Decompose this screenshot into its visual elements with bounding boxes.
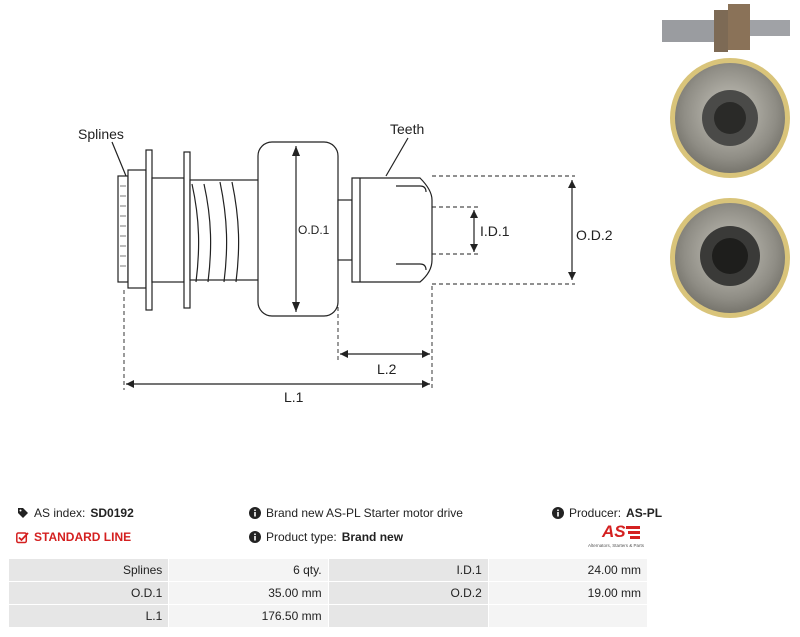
spec-value: 176.50 mm: [168, 604, 329, 628]
logo-subtitle: Alternators, Starters & Parts: [588, 543, 645, 548]
info-icon: [248, 507, 261, 520]
spec-label: O.D.1: [7, 581, 170, 605]
as-index-label: AS index:: [34, 506, 86, 520]
product-type: Product type: Brand new: [248, 530, 403, 544]
product-photos: [662, 4, 790, 318]
spec-label: L.1: [7, 604, 170, 628]
label-id1: I.D.1: [480, 223, 510, 239]
spec-value: 35.00 mm: [168, 581, 329, 605]
producer-value: AS-PL: [626, 506, 663, 520]
as-index: AS index: SD0192: [16, 506, 134, 520]
product-type-label: Product type:: [266, 530, 337, 544]
photo-front-view: [670, 58, 790, 178]
label-splines: Splines: [78, 126, 124, 142]
tag-icon: [16, 507, 29, 520]
producer-label: Producer:: [569, 506, 622, 520]
standard-line-label: STANDARD LINE: [34, 530, 132, 544]
flange-left: [127, 169, 147, 289]
pinion-teeth: [351, 177, 433, 283]
label-teeth: Teeth: [390, 121, 424, 137]
info-icon: [248, 531, 261, 544]
product-type-value: Brand new: [341, 530, 404, 544]
producer: Producer: AS-PL: [551, 506, 662, 520]
info-icon: [551, 507, 564, 520]
photo-side-view: [662, 4, 790, 52]
spring-housing: [189, 179, 261, 281]
checkbox-check-icon: [16, 531, 29, 544]
spec-value: 6 qty.: [168, 558, 329, 582]
logo-mark-icon: [626, 526, 640, 539]
starter-drive-diagram: Splines Teeth O.D.1 I.D.1 O.D.2 L.2 L.1: [78, 121, 613, 405]
table-row: L.1 176.50 mm: [7, 604, 649, 628]
photo-back-view: [670, 198, 790, 318]
as-logo: AS Alternators, Starters & Parts: [588, 522, 650, 552]
logo-text: AS: [602, 522, 626, 541]
description-text: Brand new AS-PL Starter motor drive: [266, 506, 463, 520]
specs-table: Splines 6 qty. I.D.1 24.00 mm O.D.1 35.0…: [7, 558, 649, 628]
standard-line: STANDARD LINE: [16, 530, 131, 544]
spec-value: 24.00 mm: [487, 558, 649, 582]
label-l1: L.1: [284, 389, 304, 405]
table-row: O.D.1 35.00 mm O.D.2 19.00 mm: [7, 581, 649, 605]
label-l2: L.2: [377, 361, 397, 377]
product-info: AS index: SD0192 Brand new AS-PL Starter…: [0, 498, 800, 558]
spec-value: 19.00 mm: [487, 581, 649, 605]
description: Brand new AS-PL Starter motor drive: [248, 506, 463, 520]
label-od1: O.D.1: [298, 223, 330, 237]
spec-label: I.D.1: [327, 558, 489, 582]
label-od2: O.D.2: [576, 227, 613, 243]
spec-label: Splines: [7, 558, 170, 582]
table-row: Splines 6 qty. I.D.1 24.00 mm: [7, 558, 649, 582]
as-index-value: SD0192: [90, 506, 134, 520]
spec-label: O.D.2: [327, 581, 489, 605]
spec-value: [487, 604, 649, 628]
spec-label: [327, 604, 489, 628]
